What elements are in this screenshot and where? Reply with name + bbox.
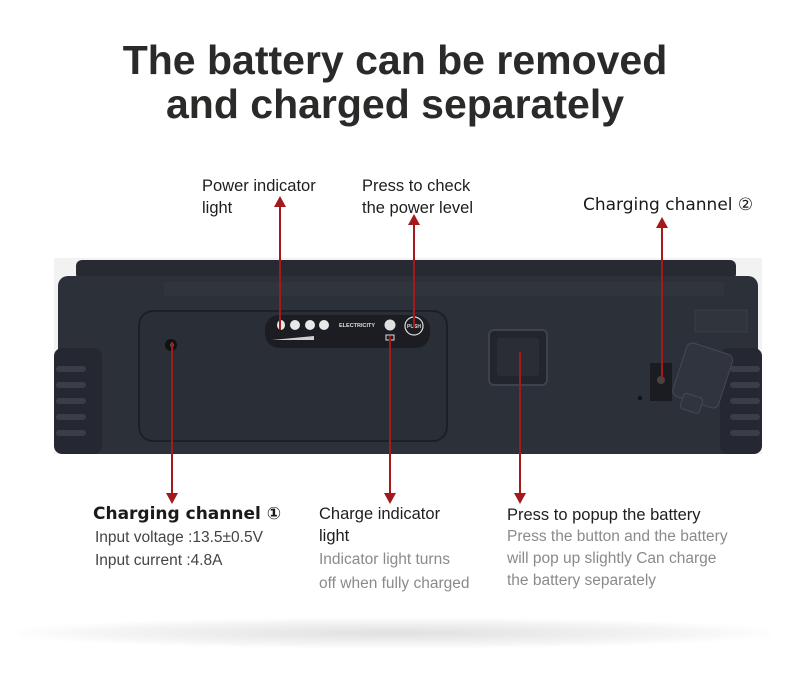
press-check-line2: the power level	[362, 199, 473, 217]
charge-indicator-line1: Charge indicator	[319, 505, 441, 523]
page-title-line-1: The battery can be removed	[122, 37, 668, 83]
popup-desc3: the battery separately	[507, 572, 657, 589]
arrow-press-check	[408, 214, 420, 328]
power-indicator-line1: Power indicator	[202, 177, 316, 195]
charging-channel-2-label: Charging channel ②	[583, 195, 754, 215]
charge-indicator-desc2: off when fully charged	[319, 575, 470, 592]
electricity-text: ELECTRICITY	[339, 323, 375, 329]
right-grip	[720, 348, 762, 454]
page-title-line-2: and charged separately	[165, 81, 625, 127]
popup-title: Press to popup the battery	[507, 506, 701, 524]
press-check-line1: Press to check	[362, 177, 471, 195]
charge-indicator-desc1: Indicator light turns	[319, 551, 450, 568]
left-grip	[54, 348, 102, 454]
charge-indicator-led	[384, 319, 396, 331]
floor-shadow	[20, 618, 770, 648]
arrow-charge-indicator	[384, 336, 396, 504]
charging-channel-1-callout: Charging channel ① Input voltage :13.5±0…	[93, 504, 281, 572]
input-voltage: Input voltage :13.5±0.5V	[95, 529, 263, 546]
power-indicator-label: Power indicator light	[202, 175, 316, 219]
input-current: Input current :4.8A	[95, 552, 223, 569]
arrow-charging-channel-1	[166, 342, 178, 504]
charging-channel-1-title: Charging channel ①	[93, 504, 282, 524]
popup-callout: Press to popup the battery Press the but…	[507, 504, 728, 592]
press-check-label: Press to check the power level	[362, 175, 473, 219]
arrow-power-indicator	[274, 196, 286, 330]
port-cap	[672, 342, 734, 414]
battery-device-image: ELECTRICITY PUSH	[54, 258, 762, 454]
indicator-panel	[265, 315, 430, 348]
charge-indicator-line2: light	[319, 527, 350, 545]
charge-indicator-callout: Charge indicator light Indicator light t…	[319, 503, 470, 595]
arrow-charging-channel-2	[656, 217, 668, 379]
arrow-popup	[514, 352, 526, 504]
power-indicator-line2: light	[202, 199, 233, 217]
popup-desc1: Press the button and the battery	[507, 528, 728, 545]
popup-desc2: will pop up slightly Can charge	[507, 550, 717, 567]
